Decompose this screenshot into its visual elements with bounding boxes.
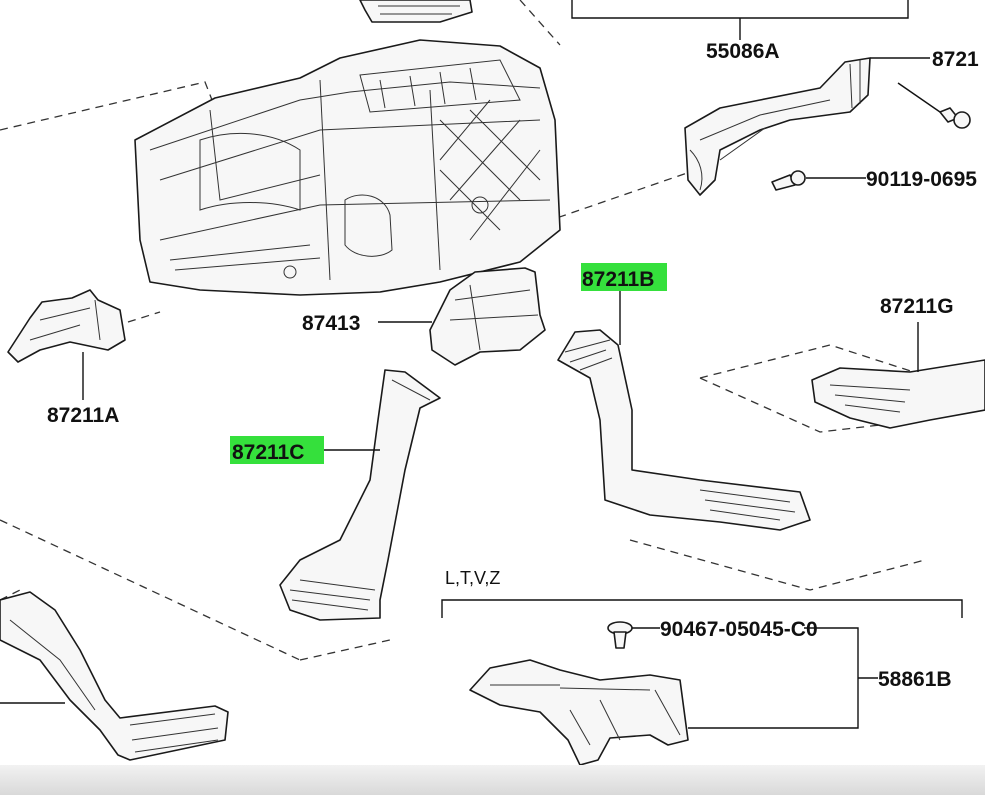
label-87413: 87413 — [302, 312, 360, 335]
label-variants: L,T,V,Z — [445, 568, 500, 588]
highlight-87211B — [581, 263, 667, 291]
label-87211G: 87211G — [880, 295, 954, 318]
label-87211A: 87211A — [47, 404, 119, 427]
part-87413 — [378, 267, 546, 366]
fastener-screw-90119 — [771, 170, 806, 191]
label-58861B: 58861B — [878, 668, 952, 691]
label-87211B: 87211B — [582, 268, 654, 291]
part-87211B — [557, 290, 811, 531]
part-87211C — [279, 369, 441, 621]
label-87211C: 87211C — [232, 441, 304, 464]
part-bottom-left-duct — [0, 591, 229, 761]
part-87211A — [7, 289, 126, 400]
part-top-fragment — [359, 0, 473, 23]
highlight-87211C — [230, 436, 324, 464]
box-55086A — [571, 0, 909, 40]
part-87211G — [811, 322, 985, 429]
label-87211-top: 8721 — [932, 48, 979, 71]
hvac-unit — [134, 39, 561, 296]
bracket-variants — [441, 599, 963, 618]
label-90467: 90467-05045-C0 — [660, 618, 818, 641]
fastener-bolt-top — [939, 107, 971, 129]
part-clip-90467 — [607, 621, 878, 729]
bottom-gradient-bar — [0, 765, 985, 795]
part-58861B — [469, 659, 689, 766]
label-55086A: 55086A — [706, 40, 780, 63]
part-87211-top — [684, 57, 941, 196]
label-90119: 90119-0695 — [866, 168, 977, 191]
